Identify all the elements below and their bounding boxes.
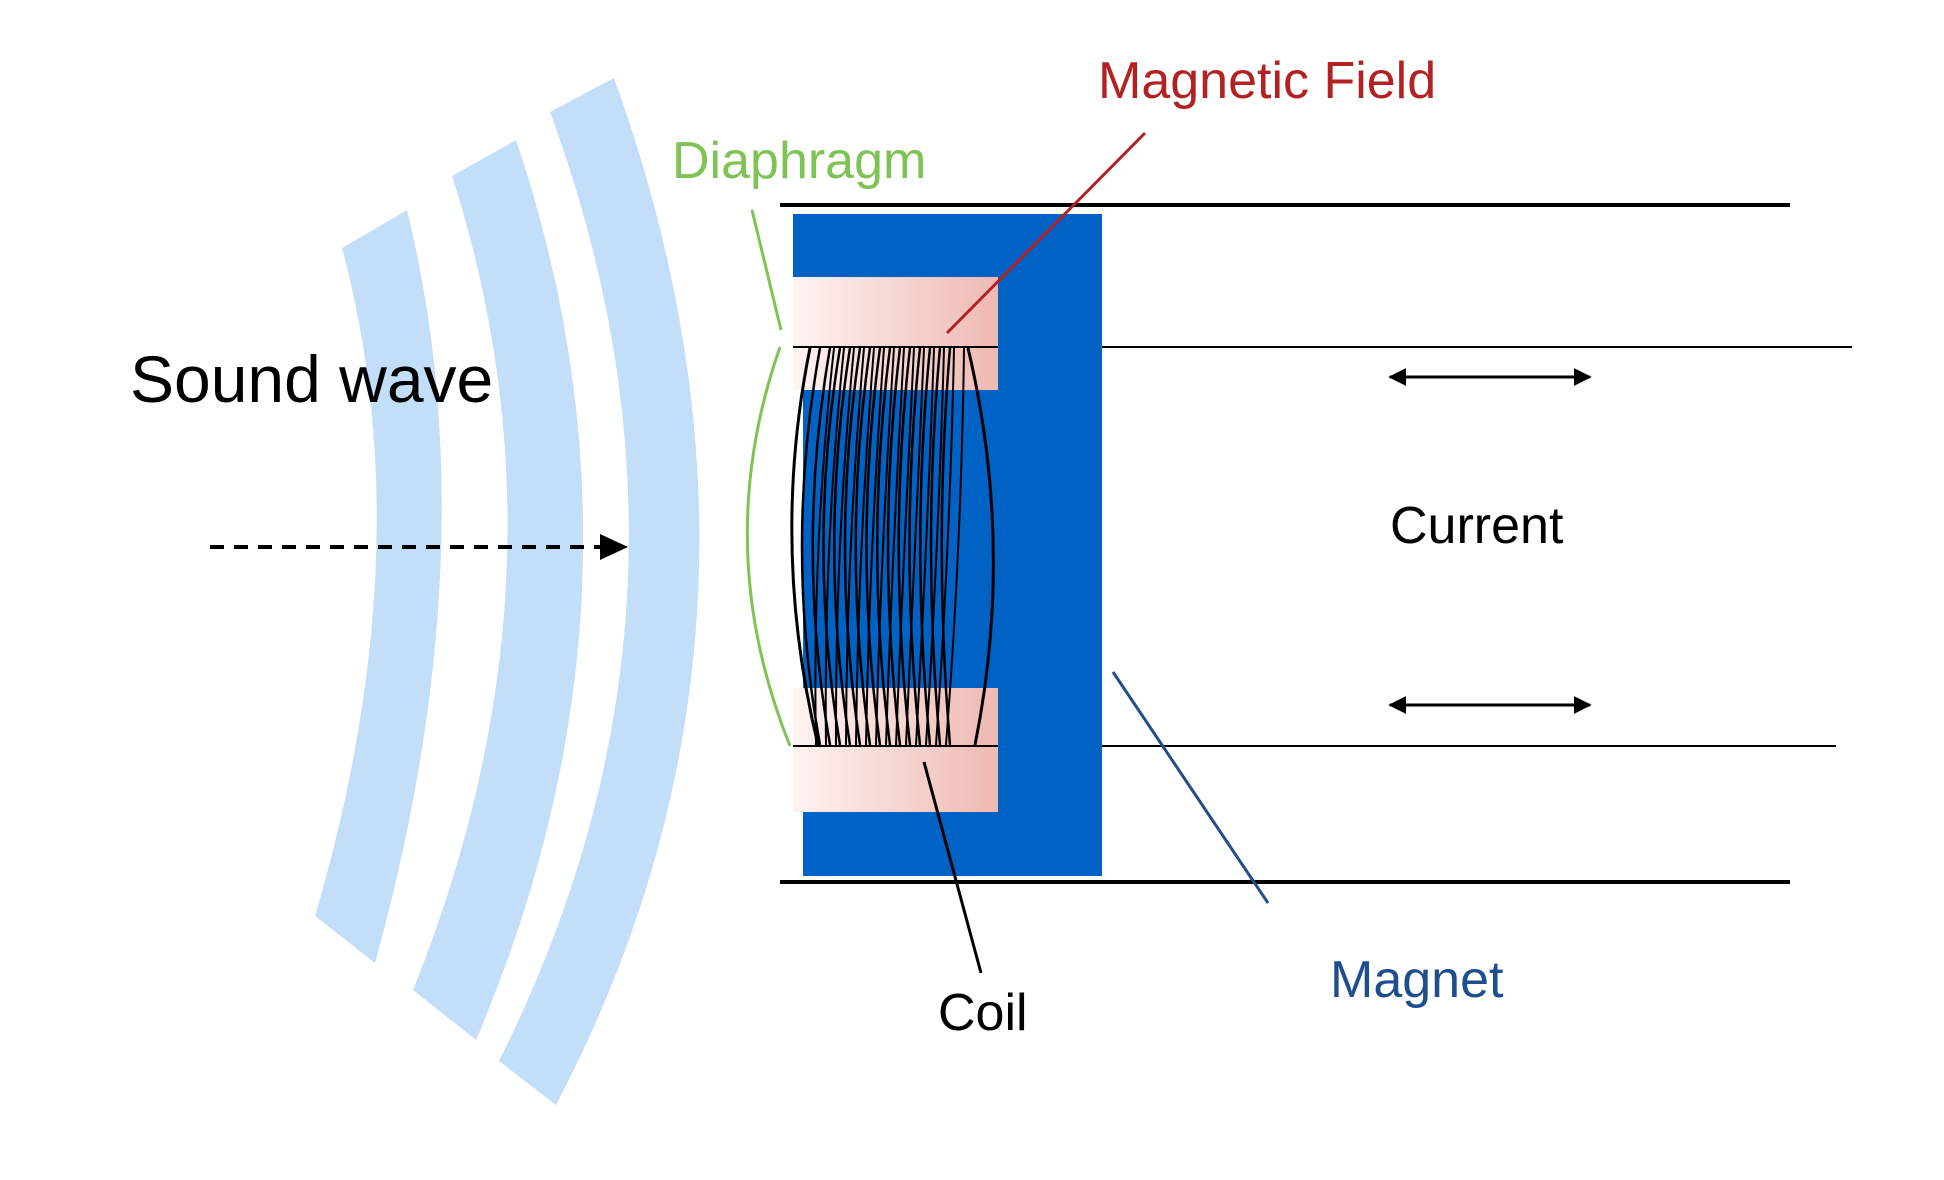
current-label: Current bbox=[1390, 497, 1564, 555]
coil-strand bbox=[855, 347, 875, 746]
magnet-back-plate bbox=[997, 214, 1102, 876]
coil-strand bbox=[824, 347, 845, 746]
coil-strand bbox=[925, 347, 945, 746]
magnetic-field-top bbox=[793, 277, 998, 390]
magnet-label: Magnet bbox=[1330, 951, 1504, 1009]
coil-strand bbox=[854, 347, 872, 746]
coil-label: Coil bbox=[938, 984, 1028, 1042]
sound-direction-arrowhead bbox=[600, 534, 628, 560]
magnet-bottom-plate bbox=[803, 812, 1003, 876]
coil-strand bbox=[800, 347, 822, 746]
coil-strand bbox=[915, 347, 935, 746]
housing-lines bbox=[780, 203, 1852, 884]
coil-strand bbox=[811, 347, 832, 746]
magnetic-field-regions bbox=[793, 277, 998, 812]
coil-strand bbox=[945, 347, 965, 746]
coil-strand bbox=[886, 347, 902, 746]
coil-strand bbox=[935, 347, 955, 746]
coil-strand bbox=[834, 347, 855, 746]
coil-strand bbox=[865, 347, 885, 746]
coil-strand bbox=[833, 347, 852, 746]
coil-strand bbox=[814, 347, 835, 746]
magnetic-field-leader-line bbox=[945, 131, 1147, 335]
coil-outer-left bbox=[790, 347, 820, 746]
wave-front-3 bbox=[499, 78, 700, 1105]
sound-wave-fronts bbox=[315, 78, 700, 1105]
magnet-body bbox=[793, 214, 1102, 876]
coil-strand bbox=[895, 347, 915, 746]
coil-strand bbox=[897, 347, 912, 746]
diaphragm-label: Diaphragm bbox=[672, 132, 926, 190]
wave-front-1 bbox=[315, 210, 442, 963]
coil-leader-line bbox=[922, 761, 983, 974]
coil-strand bbox=[845, 347, 865, 746]
coil-strand bbox=[919, 347, 932, 746]
coil-strand bbox=[940, 347, 952, 746]
magnetic-field-label: Magnetic Field bbox=[1098, 52, 1436, 110]
coil-strand bbox=[885, 347, 905, 746]
sound-wave-label: Sound wave bbox=[130, 342, 493, 416]
diaphragm-leader-line bbox=[750, 209, 783, 331]
magnet-top-plate bbox=[793, 214, 1003, 278]
coil-outer-right bbox=[966, 347, 995, 746]
diaphragm bbox=[745, 346, 792, 747]
wave-front-2 bbox=[413, 140, 584, 1040]
coil-strand bbox=[929, 347, 942, 746]
coil-strand bbox=[865, 347, 882, 746]
coil-strand bbox=[843, 347, 862, 746]
coil-windings bbox=[790, 347, 995, 746]
magnet-leader-line bbox=[1111, 671, 1270, 904]
coil-strand bbox=[875, 347, 895, 746]
coil-strand bbox=[822, 347, 842, 746]
coil-strand bbox=[905, 347, 925, 746]
coil-strand bbox=[876, 347, 892, 746]
coil-strand bbox=[908, 347, 922, 746]
